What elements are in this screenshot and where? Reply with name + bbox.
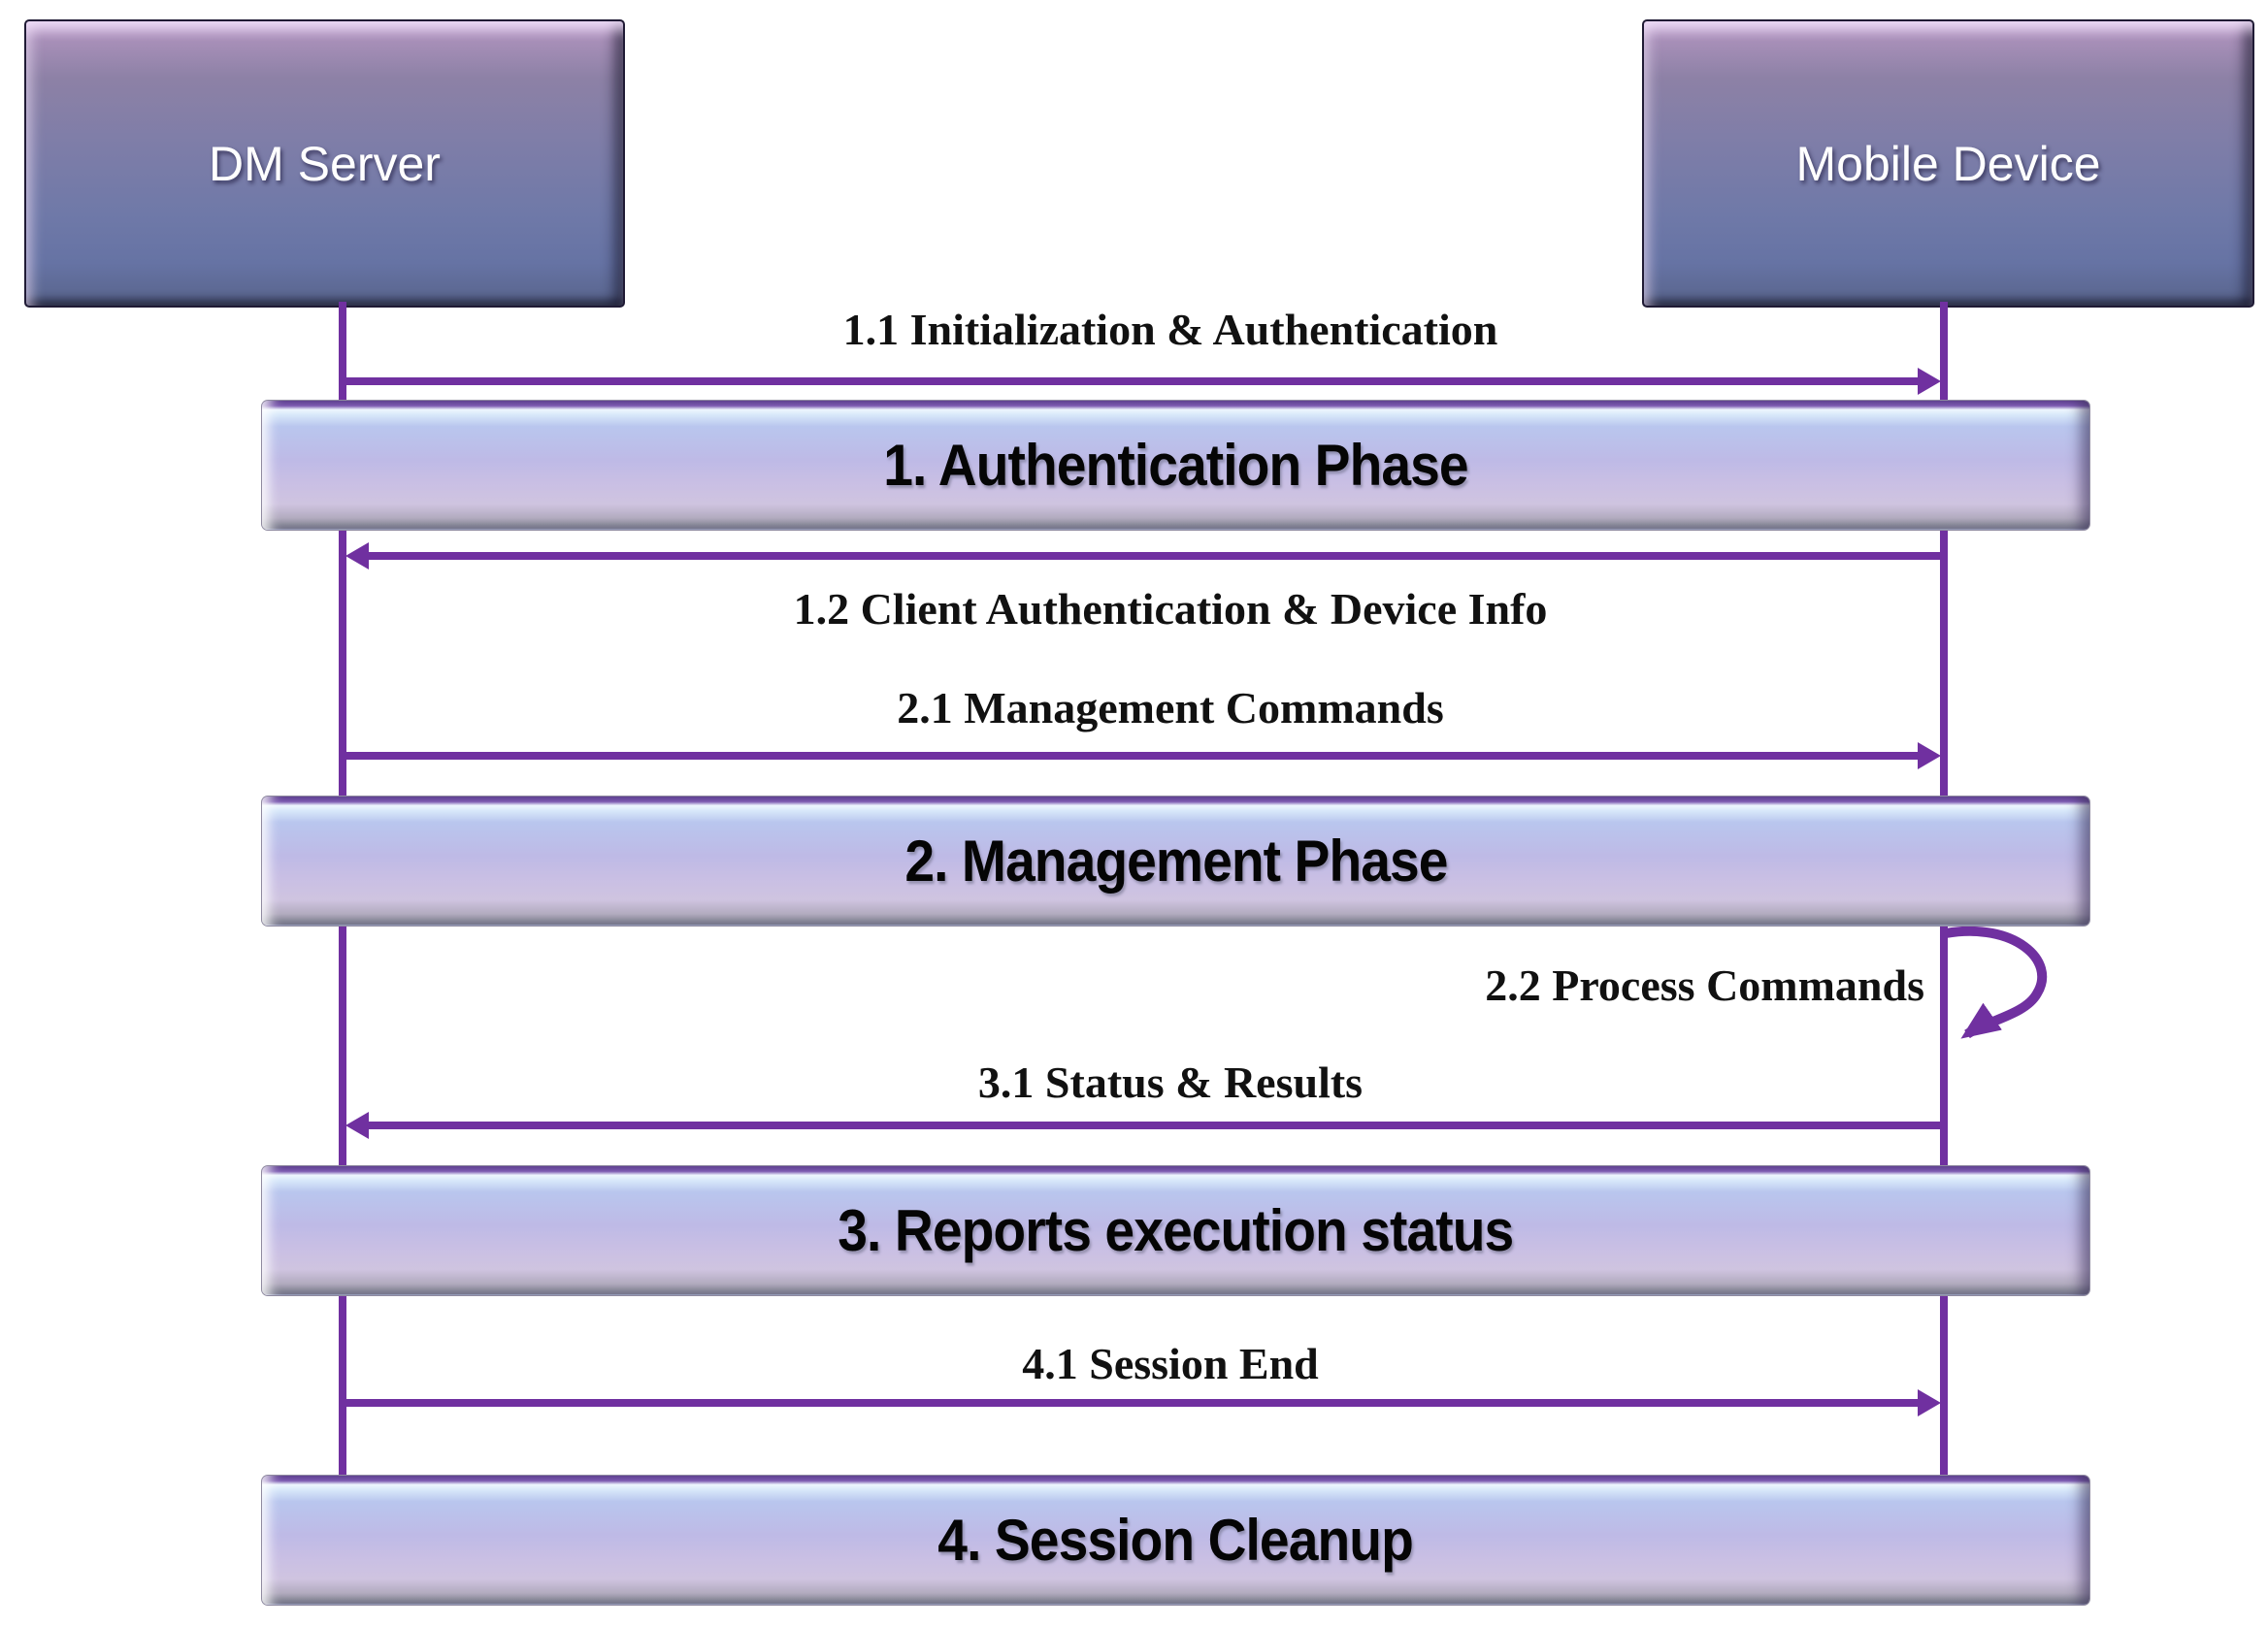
message-label-1-2: 1.2 Client Authentication & Device Info: [793, 584, 1548, 634]
message-label-4-1: 4.1 Session End: [1022, 1339, 1319, 1388]
message-arrow-2-1: [343, 742, 1941, 769]
arrowhead-right-icon: [1918, 742, 1941, 769]
actor-box-dm-server: DM Server: [24, 19, 625, 308]
message-label-2-2: 2.2 Process Commands: [1485, 960, 1924, 1010]
message-arrow-1-1: [343, 368, 1941, 395]
phase-bar-management: 2. Management Phase: [262, 797, 2089, 926]
message-arrow-4-1: [343, 1389, 1941, 1416]
phase-label-session-cleanup: 4. Session Cleanup: [937, 1508, 1415, 1573]
arrowhead-left-icon: [345, 1112, 369, 1139]
arrowhead-right-icon: [1918, 368, 1941, 395]
phase-bar-session-cleanup: 4. Session Cleanup: [262, 1476, 2089, 1605]
self-loop-arrow: [1945, 926, 2048, 1039]
phase-label-authentication: 1. Authentication Phase: [883, 433, 1468, 498]
message-label-3-1: 3.1 Status & Results: [977, 1058, 1364, 1107]
phase-bar-reports-status: 3. Reports execution status: [262, 1166, 2089, 1295]
phase-label-management: 2. Management Phase: [904, 829, 1448, 894]
actor-box-mobile-device: Mobile Device: [1642, 19, 2254, 308]
message-label-1-1: 1.1 Initialization & Authentication: [842, 305, 1498, 354]
message-label-2-1: 2.1 Management Commands: [897, 683, 1444, 732]
arrowhead-left-icon: [345, 542, 369, 569]
actor-label-mobile-device: Mobile Device: [1795, 136, 2101, 191]
message-arrow-1-2: [345, 542, 1944, 569]
phase-label-reports-status: 3. Reports execution status: [838, 1198, 1514, 1263]
arrowhead-right-icon: [1918, 1389, 1941, 1416]
actor-label-dm-server: DM Server: [209, 136, 441, 191]
phase-bar-authentication: 1. Authentication Phase: [262, 401, 2089, 530]
message-arrow-3-1: [345, 1112, 1944, 1139]
